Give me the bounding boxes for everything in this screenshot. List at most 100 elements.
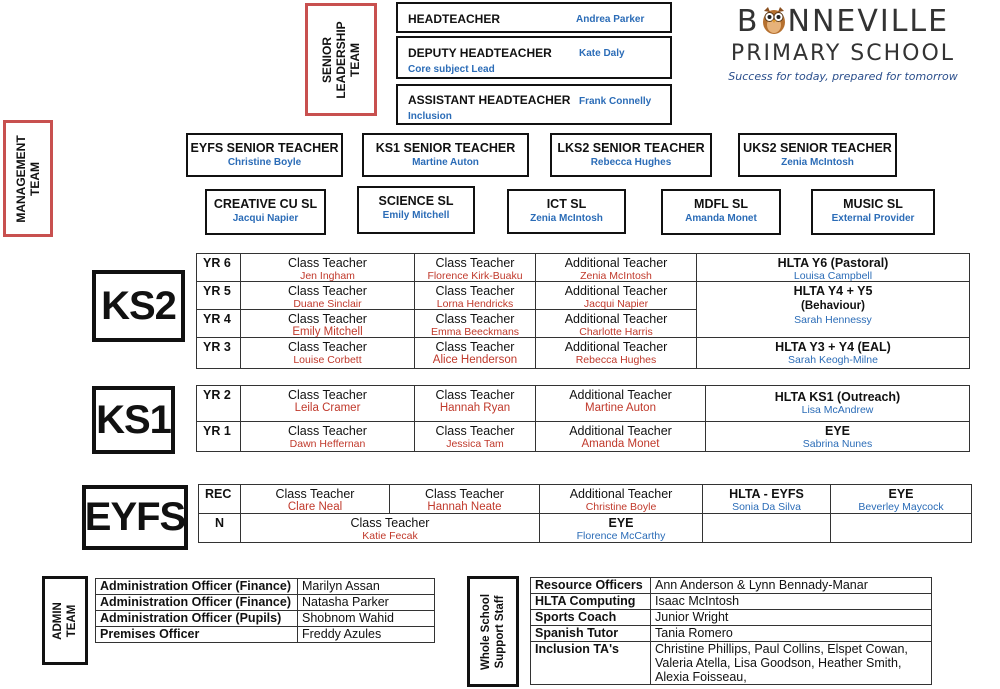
role-name: Martine Auton xyxy=(412,157,479,168)
eyfs-senior-teacher-box: EYFS SENIOR TEACHER Christine Boyle xyxy=(186,133,343,177)
role-title: MUSIC SL xyxy=(843,197,903,211)
science-sl-box: SCIENCE SL Emily Mitchell xyxy=(357,186,475,234)
support-label: Whole School Support Staff xyxy=(480,593,506,670)
role-name: Zenia McIntosh xyxy=(530,213,603,224)
headteacher-row: HEADTEACHER Andrea Parker xyxy=(396,2,672,33)
hlta-y6-cell: HLTA Y6 (Pastoral) Louisa Campbell xyxy=(697,254,969,282)
table-row: Administration Officer (Finance)Marilyn … xyxy=(95,578,435,595)
deputy-title: DEPUTY HEADTEACHER xyxy=(408,46,552,60)
year-label: YR 5 xyxy=(197,282,241,310)
deputy-sub: Core subject Lead xyxy=(408,64,495,75)
uks2-senior-teacher-box: UKS2 SENIOR TEACHER Zenia McIntosh xyxy=(738,133,897,177)
support-label-box: Whole School Support Staff xyxy=(467,576,519,687)
school-logo: B NNEVILLE PRIMARY SCHOOL Success for to… xyxy=(714,4,972,88)
role-title: UKS2 SENIOR TEACHER xyxy=(743,141,892,155)
eyfs-empty-cell xyxy=(831,514,971,542)
ks1-label: KS1 xyxy=(92,386,175,454)
assistant-title: ASSISTANT HEADTEACHER xyxy=(408,93,571,107)
senior-leadership-label-box: SENIOR LEADERSHIP TEAM xyxy=(305,3,377,116)
role-title: LKS2 SENIOR TEACHER xyxy=(557,141,705,155)
eyfs-empty-cell xyxy=(703,514,831,542)
admin-table: Administration Officer (Finance)Marilyn … xyxy=(95,578,435,643)
hlta-y3-y4-cell: HLTA Y3 + Y4 (EAL) Sarah Keogh-Milne xyxy=(775,340,891,366)
role-title: CREATIVE CU SL xyxy=(213,197,318,211)
headteacher-name: Andrea Parker xyxy=(576,14,645,25)
creative-cu-sl-box: CREATIVE CU SL Jacqui Napier xyxy=(205,189,326,235)
ict-sl-box: ICT SL Zenia McIntosh xyxy=(507,189,626,234)
role-title: EYFS SENIOR TEACHER xyxy=(190,141,339,155)
music-sl-box: MUSIC SL External Provider xyxy=(811,189,935,235)
role-name: Christine Boyle xyxy=(227,157,302,168)
admin-label: ADMIN TEAM xyxy=(52,601,78,640)
role-title: SCIENCE SL xyxy=(378,194,454,208)
year-label: YR 6 xyxy=(197,254,241,282)
ks2-label: KS2 xyxy=(92,270,185,342)
year-label: YR 2 xyxy=(197,386,241,422)
eye-ks1-cell: EYE Sabrina Nunes xyxy=(802,424,873,450)
assistant-sub: Inclusion xyxy=(408,111,452,122)
year-label: YR 1 xyxy=(197,422,241,451)
assistant-name: Frank Connelly xyxy=(579,96,652,107)
eyfs-label: EYFS xyxy=(82,485,188,550)
role-name: Amanda Monet xyxy=(685,213,757,224)
school-logo-name: B NNEVILLE xyxy=(736,4,950,39)
mdfl-sl-box: MDFL SL Amanda Monet xyxy=(661,189,781,235)
role-name: Jacqui Napier xyxy=(232,213,299,224)
owl-icon xyxy=(761,5,787,35)
hlta-y4-y5-cell: HLTA Y4 + Y5 (Behaviour) Sarah Hennessy xyxy=(697,282,969,338)
headteacher-title: HEADTEACHER xyxy=(408,12,501,26)
role-title: MDFL SL xyxy=(694,197,748,211)
school-logo-tagline: Success for today, prepared for tomorrow xyxy=(728,70,958,83)
role-name: Emily Mitchell xyxy=(382,210,450,221)
admin-label-box: ADMIN TEAM xyxy=(42,576,88,665)
hlta-ks1-cell: HLTA KS1 (Outreach) Lisa McAndrew xyxy=(706,386,969,422)
senior-leadership-label: SENIOR LEADERSHIP TEAM xyxy=(320,20,362,99)
role-name: Rebecca Hughes xyxy=(590,157,672,168)
assistant-headteacher-row: ASSISTANT HEADTEACHER Frank Connelly Inc… xyxy=(396,84,672,125)
school-logo-subtitle: PRIMARY SCHOOL xyxy=(730,41,956,66)
deputy-headteacher-row: DEPUTY HEADTEACHER Kate Daly Core subjec… xyxy=(396,36,672,79)
role-title: KS1 SENIOR TEACHER xyxy=(375,141,516,155)
lks2-senior-teacher-box: LKS2 SENIOR TEACHER Rebecca Hughes xyxy=(550,133,712,177)
management-label-box: MANAGEMENT TEAM xyxy=(3,120,53,237)
role-name: External Provider xyxy=(831,213,915,224)
management-label: MANAGEMENT TEAM xyxy=(14,134,42,223)
role-title: ICT SL xyxy=(546,197,587,211)
deputy-name: Kate Daly xyxy=(579,48,625,59)
year-label: N xyxy=(199,514,241,542)
